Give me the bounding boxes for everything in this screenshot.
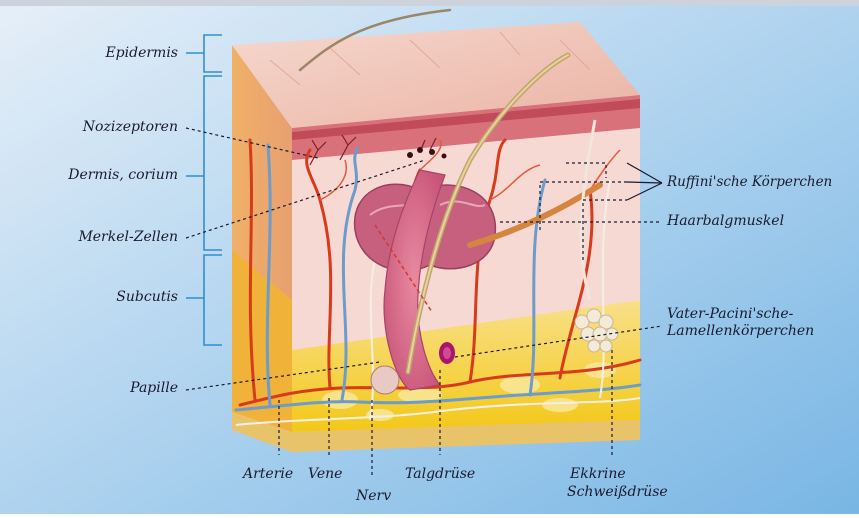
label-ekkrine-line2: Schweißdrüse (567, 484, 668, 501)
label-vene: Vene (308, 466, 342, 483)
label-nerv: Nerv (356, 488, 391, 505)
label-epidermis: Epidermis (20, 45, 178, 62)
skin-block (232, 10, 640, 452)
label-papille: Papille (20, 380, 178, 397)
label-nozizeptoren: Nozizeptoren (20, 119, 178, 136)
label-vater-line2: Lamellenkörperchen (667, 323, 814, 340)
label-vater-line1: Vater-Pacini'sche- (667, 306, 793, 323)
label-ruffini: Ruffini'sche Körperchen (667, 174, 832, 191)
label-talgdruese: Talgdrüse (405, 466, 475, 483)
label-arterie: Arterie (243, 466, 293, 483)
label-merkel: Merkel-Zellen (20, 229, 178, 246)
top-border (0, 0, 859, 6)
papilla (371, 366, 399, 394)
label-haarbalgmuskel: Haarbalgmuskel (667, 213, 784, 230)
label-subcutis: Subcutis (20, 289, 178, 306)
label-ekkrine-line1: Ekkrine (570, 466, 626, 483)
label-dermis: Dermis, corium (10, 167, 178, 184)
